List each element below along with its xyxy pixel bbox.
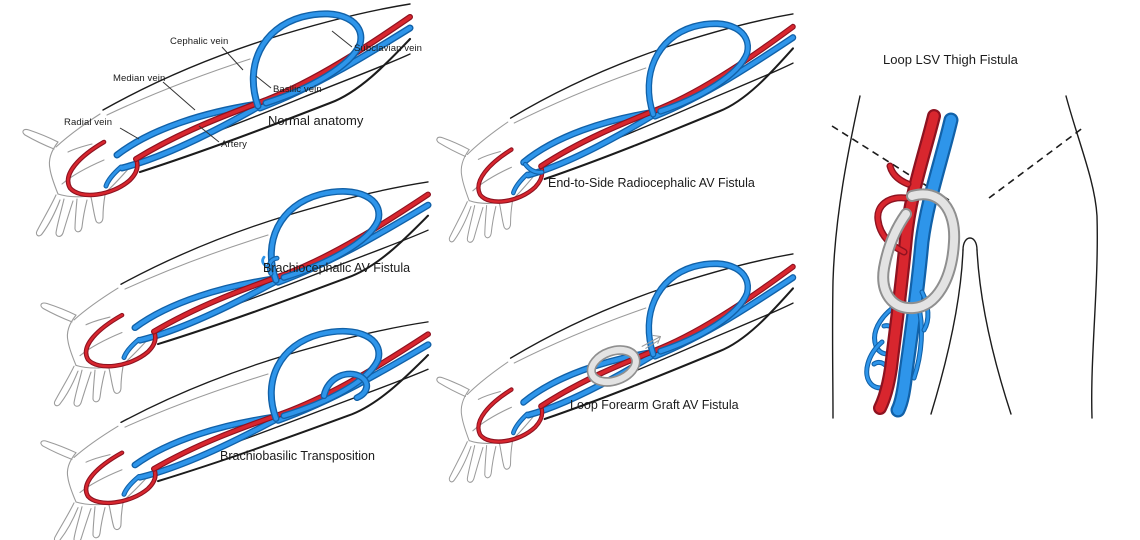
panel-loop-lsv-thigh-fistula	[818, 95, 1140, 426]
femoral-artery	[873, 109, 941, 415]
caption-loop-lsv-thigh: Loop LSV Thigh Fistula	[883, 52, 1018, 67]
graft-loop	[877, 188, 961, 315]
caption-normal-anatomy: Normal anatomy	[268, 113, 364, 128]
panel-loop-forearm-graft	[425, 252, 793, 478]
caption-brachiobasilic: Brachiobasilic Transposition	[220, 449, 375, 463]
label-subclavian-vein: Subclavian vein	[354, 43, 423, 54]
inguinal-dashed-lines	[831, 125, 1085, 201]
sketch-arrow-icon	[641, 334, 662, 349]
label-basilic-vein: Basilic vein	[273, 84, 322, 95]
panel-brachiobasilic-transposition	[28, 320, 428, 538]
panel-radiocephalic-fistula	[425, 12, 793, 238]
transposed-basilic-vein	[320, 370, 371, 402]
label-artery: Artery	[221, 139, 247, 150]
body-outline	[831, 95, 1098, 419]
wrist-anastomosis	[522, 161, 545, 175]
panel-brachiocephalic-fistula	[28, 180, 428, 402]
label-median-vein: Median vein	[113, 73, 166, 84]
label-cephalic-vein: Cephalic vein	[170, 36, 229, 47]
fistula-anastomosis-stub	[261, 255, 280, 277]
leader-lines	[119, 30, 353, 143]
label-radial-vein: Radial vein	[64, 117, 113, 128]
caption-brachiocephalic: Brachiocephalic AV Fistula	[263, 261, 411, 275]
panel-normal-anatomy	[10, 2, 410, 232]
graft-loop-ring	[586, 345, 641, 387]
femoral-vein	[890, 112, 959, 418]
caption-radiocephalic: End-to-Side Radiocephalic AV Fistula	[548, 176, 755, 190]
caption-loop-forearm: Loop Forearm Graft AV Fistula	[570, 398, 739, 412]
